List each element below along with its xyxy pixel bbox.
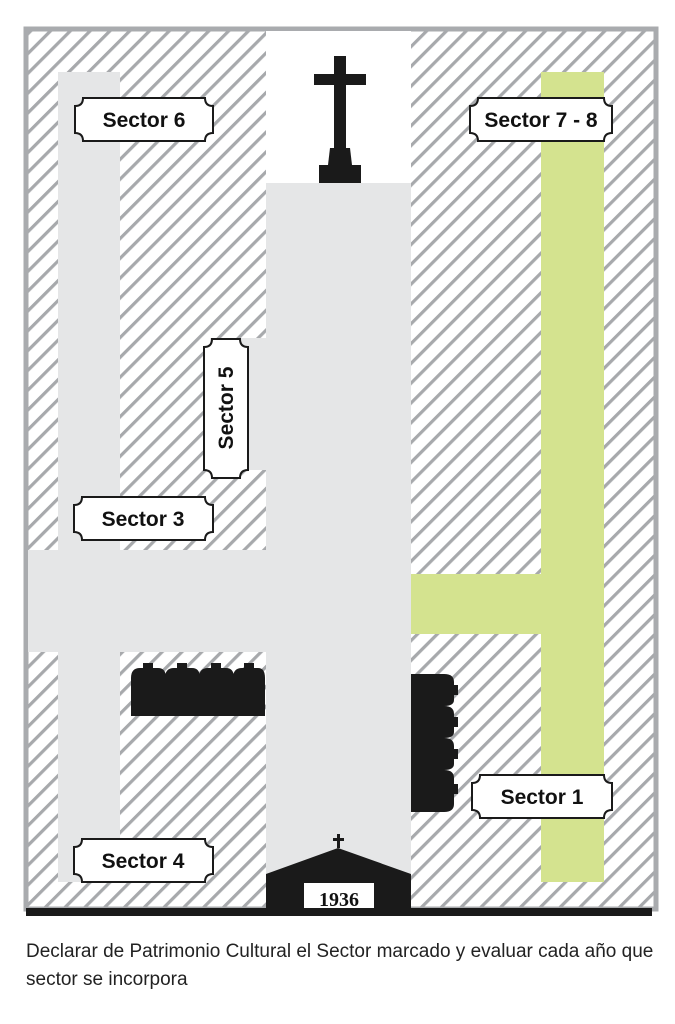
mausoleum-column-icon (411, 674, 458, 812)
sector-3-text: Sector 3 (102, 508, 185, 531)
sector-4-label: Sector 4 (73, 838, 214, 883)
sector-7-8-label: Sector 7 - 8 (469, 97, 613, 142)
cross-path (28, 550, 411, 652)
chapel-icon (266, 834, 411, 916)
cemetery-map: 1936 Sector 6 Sector 7 - 8 Sector 5 Sect… (23, 26, 659, 916)
sector-1-text: Sector 1 (501, 786, 584, 809)
sector-5-text: Sector 5 (215, 366, 238, 449)
mausoleum-row-icon (131, 663, 265, 716)
sector-6-label: Sector 6 (74, 97, 214, 142)
sector-4-text: Sector 4 (102, 850, 185, 873)
highlight-horizontal-path (411, 574, 604, 634)
left-path (58, 72, 120, 882)
chapel-year: 1936 (319, 889, 359, 911)
sector-5-label: Sector 5 (203, 338, 249, 479)
highlight-vertical-path (541, 72, 604, 882)
boundary-wall (26, 908, 652, 916)
central-avenue (266, 183, 411, 909)
map-caption: Declarar de Patrimonio Cultural el Secto… (26, 941, 654, 990)
sector-7-8-text: Sector 7 - 8 (484, 109, 598, 132)
sector-6-text: Sector 6 (103, 109, 186, 132)
sector-1-label: Sector 1 (471, 774, 613, 819)
sector-3-label: Sector 3 (73, 496, 214, 541)
cross-monument-icon (314, 56, 366, 183)
